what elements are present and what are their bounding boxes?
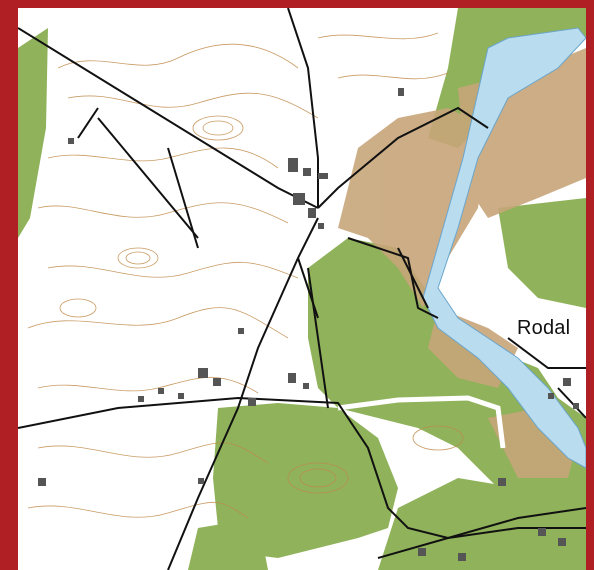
buildings bbox=[38, 88, 579, 561]
contour-lines bbox=[27, 32, 464, 519]
roads bbox=[18, 8, 586, 570]
topographic-map[interactable]: Rodal bbox=[18, 8, 586, 570]
water-bodies bbox=[422, 27, 586, 469]
place-label-rodal: Rodal bbox=[517, 317, 571, 339]
track-white bbox=[337, 395, 506, 449]
map-canvas bbox=[18, 8, 586, 570]
